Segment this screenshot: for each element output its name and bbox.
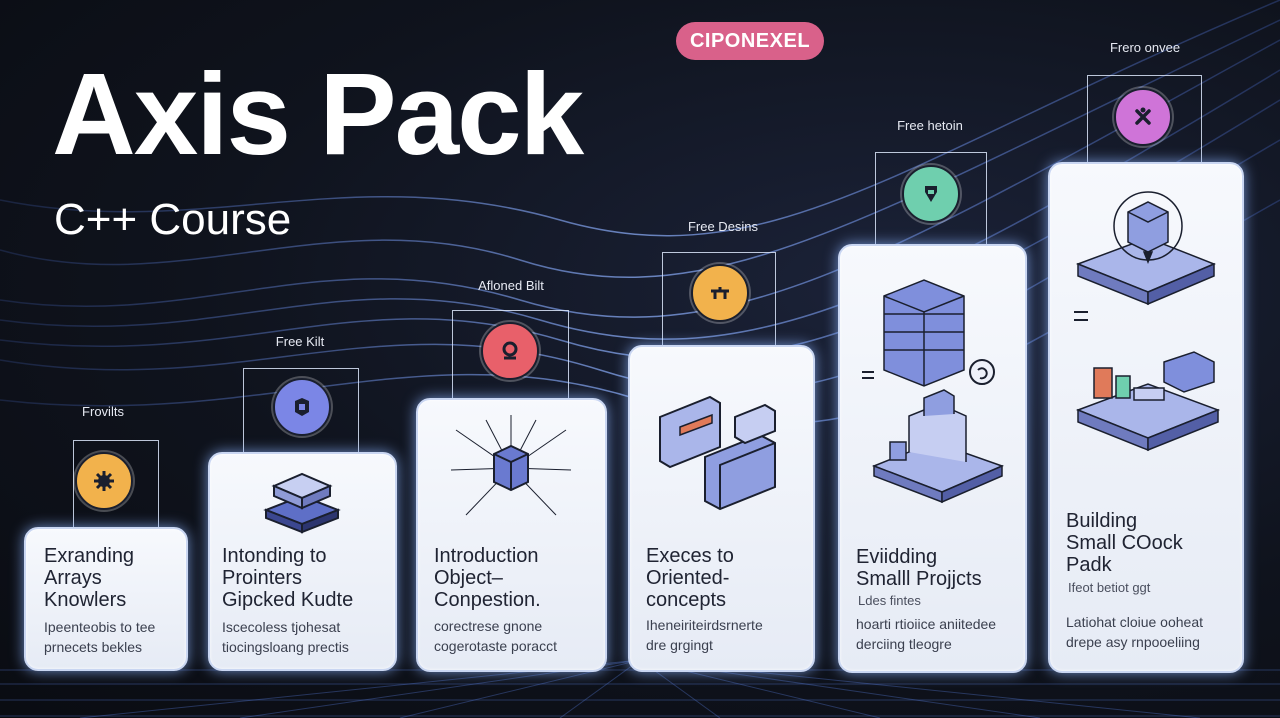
step-1-tag: Frovilts xyxy=(82,404,124,419)
step-6-subtag: Ifeot betiot ggt xyxy=(1068,580,1151,595)
gear-icon xyxy=(75,452,133,510)
step-5-tag: Free hetoin xyxy=(897,118,963,133)
step-5-illustration xyxy=(862,279,1005,504)
brand-badge: CIPONEXEL xyxy=(676,22,824,60)
step-3-illustration xyxy=(450,415,572,516)
x-icon xyxy=(1114,88,1172,146)
step-3-post xyxy=(452,310,569,401)
step-1-post xyxy=(73,440,159,529)
step-6-tag: Frero onvee xyxy=(1109,40,1181,55)
bracket-icon xyxy=(691,264,749,322)
step-3-tag: Afloned Bilt xyxy=(478,278,544,293)
page-subtitle: C++ Course xyxy=(54,195,292,244)
step-6-illustration xyxy=(1074,191,1221,452)
step-5-subtag: Ldes fintes xyxy=(858,593,921,608)
step-4-post xyxy=(662,252,776,348)
page-title: Axis Pack xyxy=(52,49,584,179)
step-5-post xyxy=(875,152,987,248)
step-2-post xyxy=(243,368,359,454)
step-2-illustration xyxy=(263,472,341,534)
shield-icon xyxy=(902,165,960,223)
ring-icon xyxy=(481,322,539,380)
step-4-tag: Free Desins xyxy=(687,219,759,234)
step-2-tag: Free Kilt xyxy=(275,334,325,349)
step-6-post xyxy=(1087,75,1202,166)
cube-icon xyxy=(273,378,331,436)
step-4-illustration xyxy=(659,395,776,511)
